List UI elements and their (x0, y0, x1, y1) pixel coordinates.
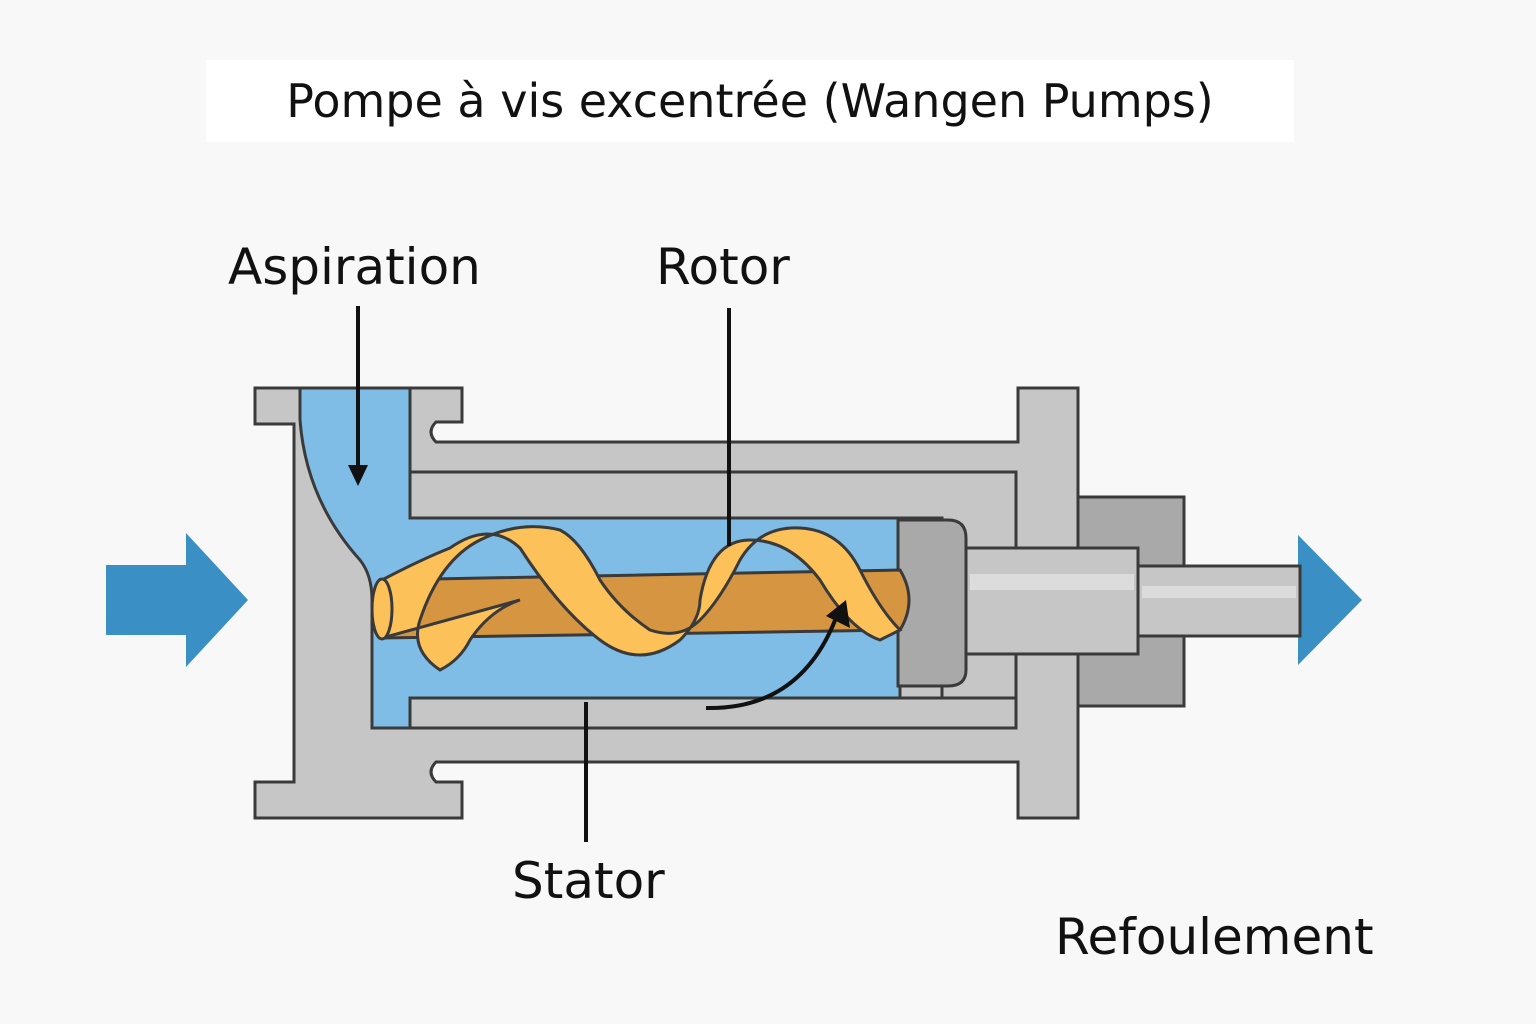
refoulement-label: Refoulement (1055, 908, 1374, 966)
rotation-arrowhead (826, 600, 850, 628)
rotor-helix (380, 525, 903, 672)
output-shaft (1136, 564, 1302, 638)
housing-lower-wall (408, 696, 1018, 730)
rotor-end-cap (370, 577, 394, 641)
rotor-label: Rotor (656, 238, 790, 296)
flow-inlet-arrow-icon (106, 533, 248, 667)
drive-shaft (964, 546, 1140, 656)
diagram-title: Pompe à vis excentrée (Wangen Pumps) (286, 74, 1214, 128)
rotation-arrow-icon (705, 617, 838, 711)
flow-outlet-arrow-icon (1298, 535, 1362, 665)
aspiration-label: Aspiration (228, 238, 481, 296)
aspiration-leader-arrowhead (348, 465, 368, 486)
stator-end-block (896, 518, 968, 688)
stator-label: Stator (512, 852, 665, 910)
shaft-highlight (970, 574, 1134, 590)
output-shaft-highlight (1142, 586, 1296, 598)
title-box: Pompe à vis excentrée (Wangen Pumps) (206, 60, 1294, 142)
